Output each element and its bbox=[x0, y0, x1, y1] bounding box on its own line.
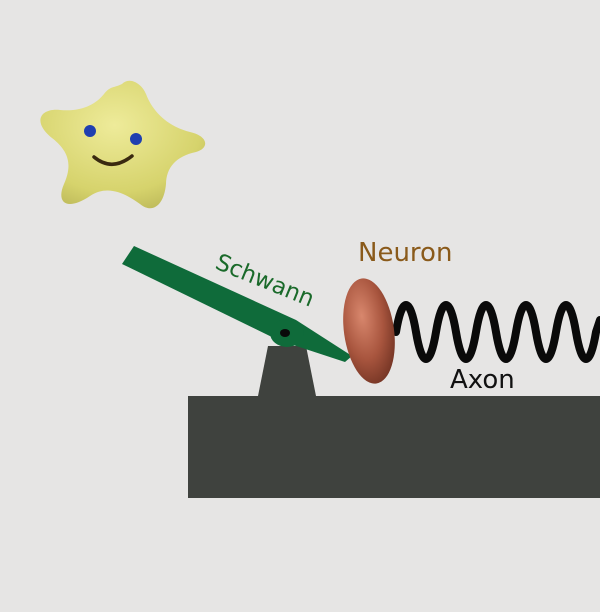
right-eye-icon bbox=[130, 133, 142, 145]
axon-label: Axon bbox=[450, 365, 515, 395]
left-eye-icon bbox=[84, 125, 96, 137]
base-block bbox=[188, 396, 600, 498]
star-body bbox=[40, 80, 206, 209]
smile-icon bbox=[92, 154, 134, 166]
neuron-label: Neuron bbox=[358, 238, 452, 268]
neuron-body bbox=[343, 278, 395, 384]
axon-spring bbox=[392, 301, 600, 363]
pivot-pin-icon bbox=[280, 329, 290, 337]
pivot-stand bbox=[258, 346, 316, 396]
schwann-lever bbox=[122, 246, 352, 362]
smiling-star-icon bbox=[40, 80, 206, 209]
